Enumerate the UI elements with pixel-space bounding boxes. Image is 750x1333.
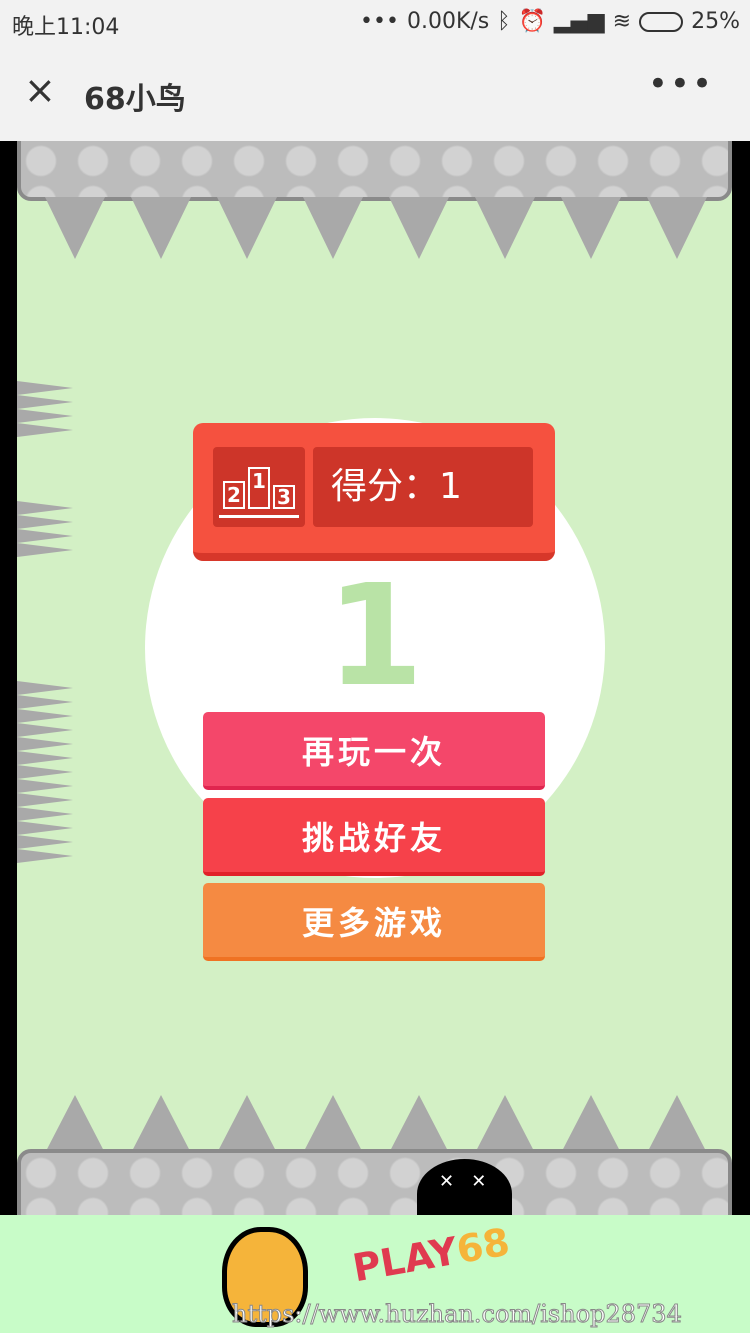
play-again-button[interactable]: 再玩一次 (203, 712, 545, 790)
spike (647, 197, 707, 259)
wall-spike (17, 849, 73, 863)
score-panel: 2 1 3 得分：1 (193, 423, 555, 561)
wall-spike (17, 543, 73, 557)
wifi-icon: ≋ (612, 9, 632, 34)
wall-spike (17, 723, 73, 737)
watermark: https://www.huzhan.com/ishop28734 (232, 1300, 683, 1329)
wall-spike (17, 529, 73, 543)
ad-banner[interactable]: PLAY68 (0, 1215, 750, 1333)
wall-spike (17, 779, 73, 793)
more-dots-icon: ••• (360, 9, 399, 34)
spike (561, 197, 621, 259)
wall-spike (17, 681, 73, 695)
wall-spike (17, 765, 73, 779)
wall-spike (17, 737, 73, 751)
play68-logo: PLAY68 (349, 1219, 513, 1291)
wall-spike (17, 793, 73, 807)
nav-bar: × 68小鸟 ••• (0, 46, 750, 141)
challenge-friends-button[interactable]: 挑战好友 (203, 798, 545, 876)
more-menu-icon[interactable]: ••• (647, 64, 714, 104)
big-score: 1 (326, 555, 424, 718)
top-stone-wall (17, 141, 732, 201)
podium-icon: 2 1 3 (213, 447, 305, 527)
spike (45, 1095, 105, 1153)
bottom-stone-wall (17, 1149, 732, 1215)
spike (217, 1095, 277, 1153)
wall-spike (17, 501, 73, 515)
podium-second: 2 (223, 481, 245, 509)
wall-spike (17, 695, 73, 709)
spike (389, 1095, 449, 1153)
spike (475, 197, 535, 259)
spike (131, 197, 191, 259)
wall-spike (17, 423, 73, 437)
spike (303, 1095, 363, 1153)
spike (303, 197, 363, 259)
status-bar: 晚上11:04 ••• 0.00K/s ᛒ ⏰ ▂▄▆ ≋ 25% (0, 0, 750, 46)
spike (389, 197, 449, 259)
wall-spike (17, 807, 73, 821)
wall-spike (17, 835, 73, 849)
spike (217, 197, 277, 259)
wall-spike (17, 821, 73, 835)
score-label: 得分：1 (313, 447, 533, 527)
dead-bird: ✕ ✕ (417, 1159, 512, 1215)
battery-icon (639, 11, 684, 32)
battery-level: 25% (691, 9, 740, 34)
spike (475, 1095, 535, 1153)
wall-spike (17, 395, 73, 409)
spike (45, 197, 105, 259)
wall-spike (17, 409, 73, 423)
wall-spike (17, 515, 73, 529)
spike (561, 1095, 621, 1153)
wall-spike (17, 709, 73, 723)
wall-spike (17, 381, 73, 395)
spike (131, 1095, 191, 1153)
game-canvas[interactable]: ✕ ✕ 1 2 1 3 得分：1 再玩一次 挑战好友 更多游戏 (17, 141, 732, 1215)
clock: 晚上11:04 (12, 15, 120, 40)
more-games-button[interactable]: 更多游戏 (203, 883, 545, 961)
podium-third: 3 (273, 485, 295, 509)
close-icon[interactable]: × (24, 68, 56, 112)
network-speed: 0.00K/s (406, 9, 490, 34)
alarm-icon: ⏰ (518, 9, 546, 34)
wall-spike (17, 751, 73, 765)
page-title: 68小鸟 (84, 82, 186, 117)
podium-first: 1 (248, 467, 270, 509)
signal-icon: ▂▄▆ (553, 9, 605, 34)
bluetooth-icon: ᛒ (497, 9, 511, 34)
mascot-logo (222, 1227, 308, 1327)
spike (647, 1095, 707, 1153)
